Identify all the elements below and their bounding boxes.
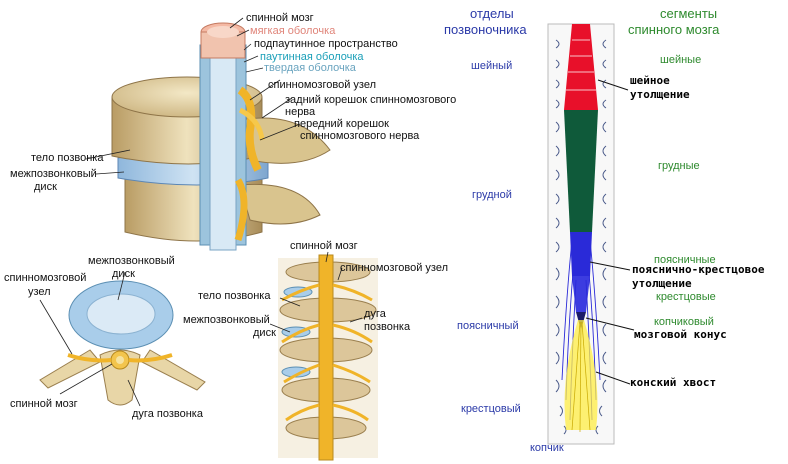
label-pia-mater: мягкая оболочка — [250, 25, 336, 37]
annotation-lumbosacral-enlargement-line2: утолщение — [632, 277, 692, 290]
section-coccyx: копчик — [530, 442, 564, 454]
label-spinal-ganglion: спинномозговой узел — [268, 79, 376, 91]
section-cervical: шейный — [471, 60, 513, 72]
annotation-cauda-equina: конский хвост — [630, 376, 717, 389]
cervical-cord — [564, 24, 598, 110]
annotation-conus-medullaris: мозговой конус — [634, 328, 727, 341]
annotation-cervical-enlargement-line2: утолщение — [630, 88, 690, 101]
label-vertebral-body: тело позвонка — [31, 152, 104, 164]
label-disc-line2: диск — [34, 181, 57, 193]
label-cs-ganglion-line2: узел — [28, 286, 51, 298]
label-cs-spinal-cord: спинной мозг — [10, 398, 78, 410]
label-spinal-cord: спинной мозг — [246, 12, 314, 24]
label-posterior-root-line2: нерва — [285, 106, 316, 118]
label-cs-disc-line1: межпозвонковый — [88, 255, 175, 267]
label-bv-arch-line1: дуга — [364, 308, 386, 320]
section-lumbar: поясничный — [457, 320, 519, 332]
label-cs-disc-line2: диск — [112, 268, 135, 280]
segment-thoracic: грудные — [658, 160, 700, 172]
header-spine-sections-line2: позвоночника — [444, 22, 527, 37]
label-bv-arch-line2: позвонка — [364, 321, 411, 333]
segment-lumbar: поясничные — [654, 254, 716, 266]
segment-cervical: шейные — [660, 54, 702, 66]
label-anterior-root-line1: передний корешок — [294, 118, 389, 130]
header-spine-sections-line1: отделы — [470, 6, 514, 21]
header-cord-segments-line2: спинного мозга — [628, 22, 720, 37]
label-arachnoid: паутинная оболочка — [260, 51, 364, 63]
vertebra-segment-figure — [85, 17, 331, 251]
label-cs-ganglion-line1: спинномозговой — [4, 272, 87, 284]
segment-coccygeal: копчиковый — [654, 316, 714, 328]
back-view-spinal-cord — [318, 254, 334, 461]
annotation-lumbosacral-enlargement-line1: пояснично-крестцовое — [632, 263, 765, 276]
lumbar-cord — [570, 232, 592, 276]
label-posterior-root-line1: задний корешок спинномозгового — [285, 94, 457, 106]
segment-sacral: крестцовые — [656, 291, 716, 303]
label-cs-arch: дуга позвонка — [132, 408, 203, 420]
label-bv-disc-line2: диск — [253, 327, 276, 339]
label-bv-ganglion: спинномозговой узел — [340, 262, 448, 274]
label-anterior-root-line2: спинномозгового нерва — [300, 130, 420, 142]
cauda-equina — [564, 320, 598, 430]
header-cord-segments-line1: сегменты — [660, 6, 718, 21]
label-disc-line1: межпозвонковый — [10, 168, 97, 180]
column-diagram — [547, 23, 635, 445]
label-dura-mater: твердая оболочка — [264, 62, 356, 74]
label-bv-spinal-cord: спинной мозг — [290, 240, 358, 252]
sacral-cord — [572, 276, 590, 312]
section-thoracic: грудной — [472, 189, 512, 201]
label-bv-vertebral-body: тело позвонка — [198, 290, 271, 302]
label-bv-disc-line1: межпозвонковый — [183, 314, 270, 326]
section-sacral: крестцовый — [461, 403, 521, 415]
thoracic-cord — [564, 110, 598, 232]
annotation-cervical-enlargement-line1: шейное — [630, 74, 670, 87]
cross-section-figure — [39, 271, 206, 407]
back-view-figure — [269, 251, 378, 461]
label-subarachnoid-space: подпаутинное пространство — [254, 38, 398, 50]
